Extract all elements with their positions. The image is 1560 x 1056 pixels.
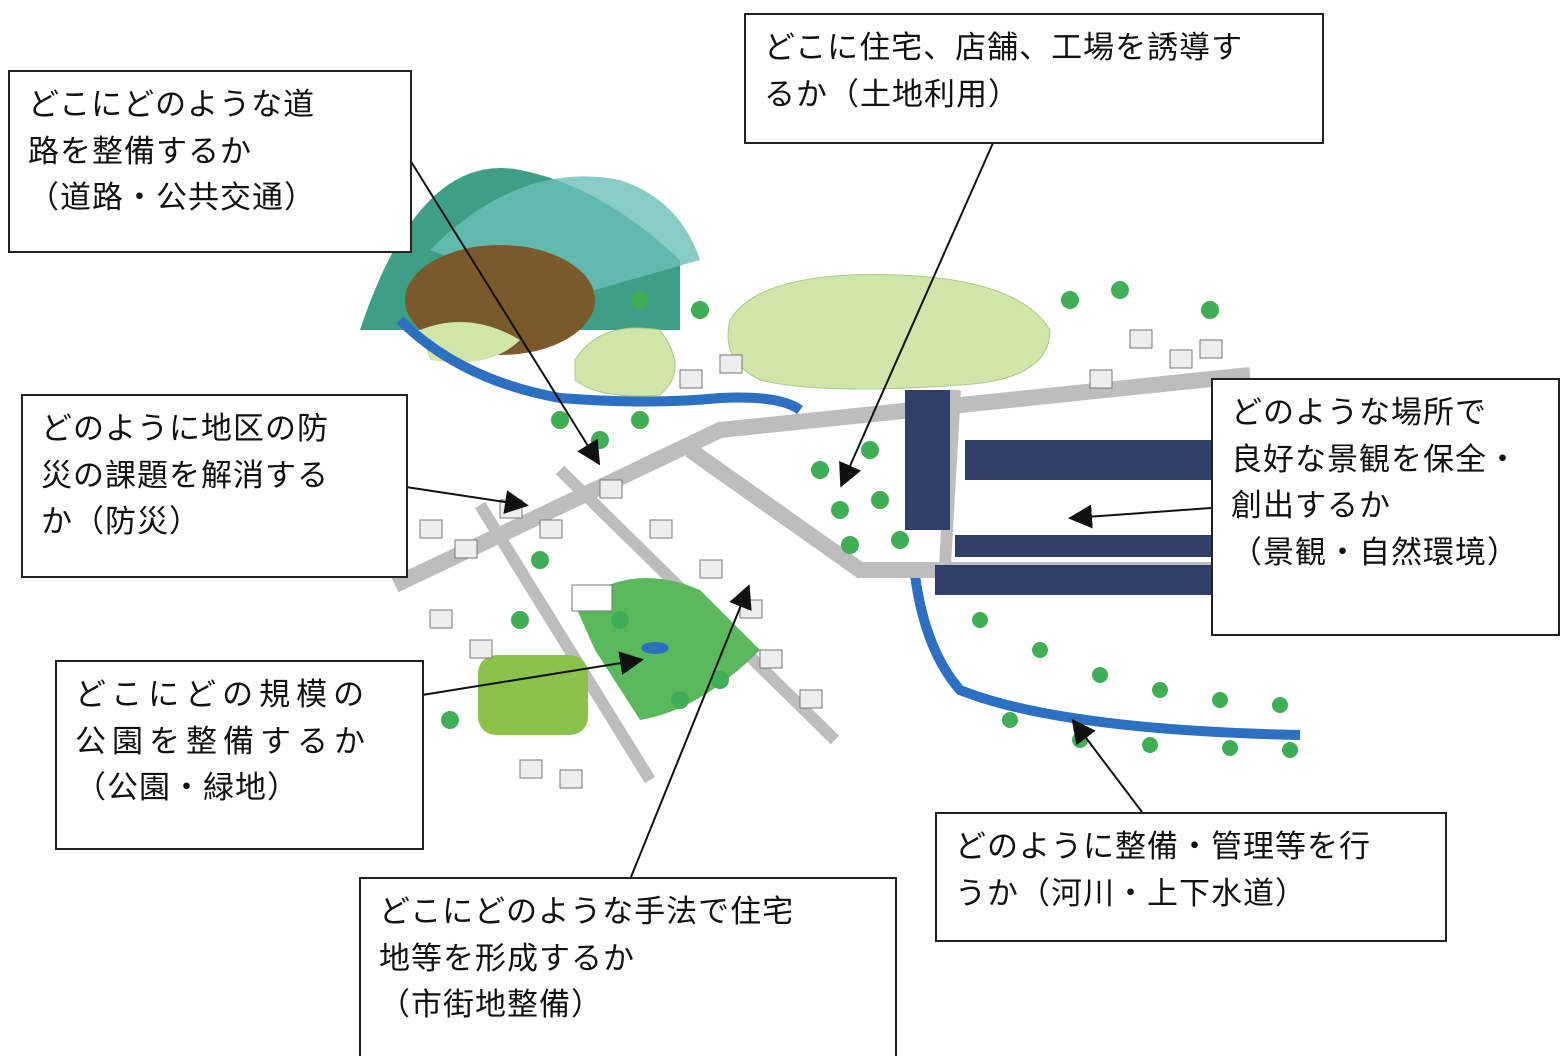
- leader-urban: [630, 584, 752, 878]
- leader-landuse: [839, 142, 994, 488]
- leader-lines: [405, 142, 1212, 878]
- callout-rivers-line-2: うか（河川・上下水道）: [955, 875, 1307, 912]
- callout-rivers-line-1: どのように整備・管理等を行: [955, 829, 1371, 865]
- callout-disaster-line-2: 災の課題を解消する: [41, 457, 329, 494]
- callout-urban-line-2: 地等を形成するか: [379, 940, 635, 977]
- callout-urban-line-3: （市街地整備）: [379, 987, 603, 1023]
- trees: [441, 281, 1298, 758]
- garden-plots: [478, 655, 588, 735]
- callout-roads-line-3: （道路・公共交通）: [28, 180, 316, 216]
- leader-parks: [421, 651, 644, 696]
- callout-disaster-line-1: どのように地区の防: [41, 411, 329, 447]
- river: [396, 316, 1301, 740]
- callout-landuse-line-1: どこに住宅、店舗、工場を誘導す: [764, 30, 1244, 66]
- townhouse-rows: [905, 390, 1225, 595]
- callout-landscape: どのような場所で 良好な景観を保全・ 創出するか （景観・自然環境）: [1211, 378, 1560, 636]
- callout-urban-line-1: どこにどのような手法で住宅: [379, 894, 795, 930]
- leader-rivers: [1071, 718, 1143, 813]
- callout-disaster: どのように地区の防 災の課題を解消する か（防災）: [21, 394, 408, 578]
- callout-roads-line-2: 路を整備するか: [28, 133, 252, 170]
- callout-landscape-line-2: 良好な景観を保全・: [1231, 441, 1519, 478]
- callout-urban: どこにどのような手法で住宅 地等を形成するか （市街地整備）: [359, 877, 897, 1056]
- callout-landscape-line-4: （景観・自然環境）: [1231, 534, 1519, 571]
- fields: [420, 274, 1051, 397]
- callout-landuse: どこに住宅、店舗、工場を誘導す るか（土地利用）: [744, 13, 1324, 144]
- callout-parks-line-2: 公園を整備するか: [75, 723, 371, 760]
- callout-landscape-line-1: どのような場所で: [1231, 395, 1487, 431]
- leader-landscape: [1068, 504, 1212, 529]
- fountain: [641, 642, 669, 654]
- callout-roads: どこにどのような道 路を整備するか （道路・公共交通）: [8, 70, 412, 253]
- callout-roads-line-1: どこにどのような道: [28, 87, 316, 123]
- callout-landscape-line-3: 創出するか: [1231, 488, 1391, 524]
- callout-rivers: どのように整備・管理等を行 うか（河川・上下水道）: [935, 812, 1447, 942]
- leader-roads: [409, 159, 601, 466]
- leader-disaster: [405, 486, 529, 514]
- callout-parks-line-3: （公園・緑地）: [75, 770, 299, 806]
- callout-parks-line-1: どこにどの規模の: [75, 677, 371, 713]
- callout-disaster-line-3: か（防災）: [41, 504, 201, 540]
- callout-parks: どこにどの規模の 公園を整備するか （公園・緑地）: [55, 660, 424, 850]
- callout-landuse-line-2: るか（土地利用）: [764, 76, 1020, 113]
